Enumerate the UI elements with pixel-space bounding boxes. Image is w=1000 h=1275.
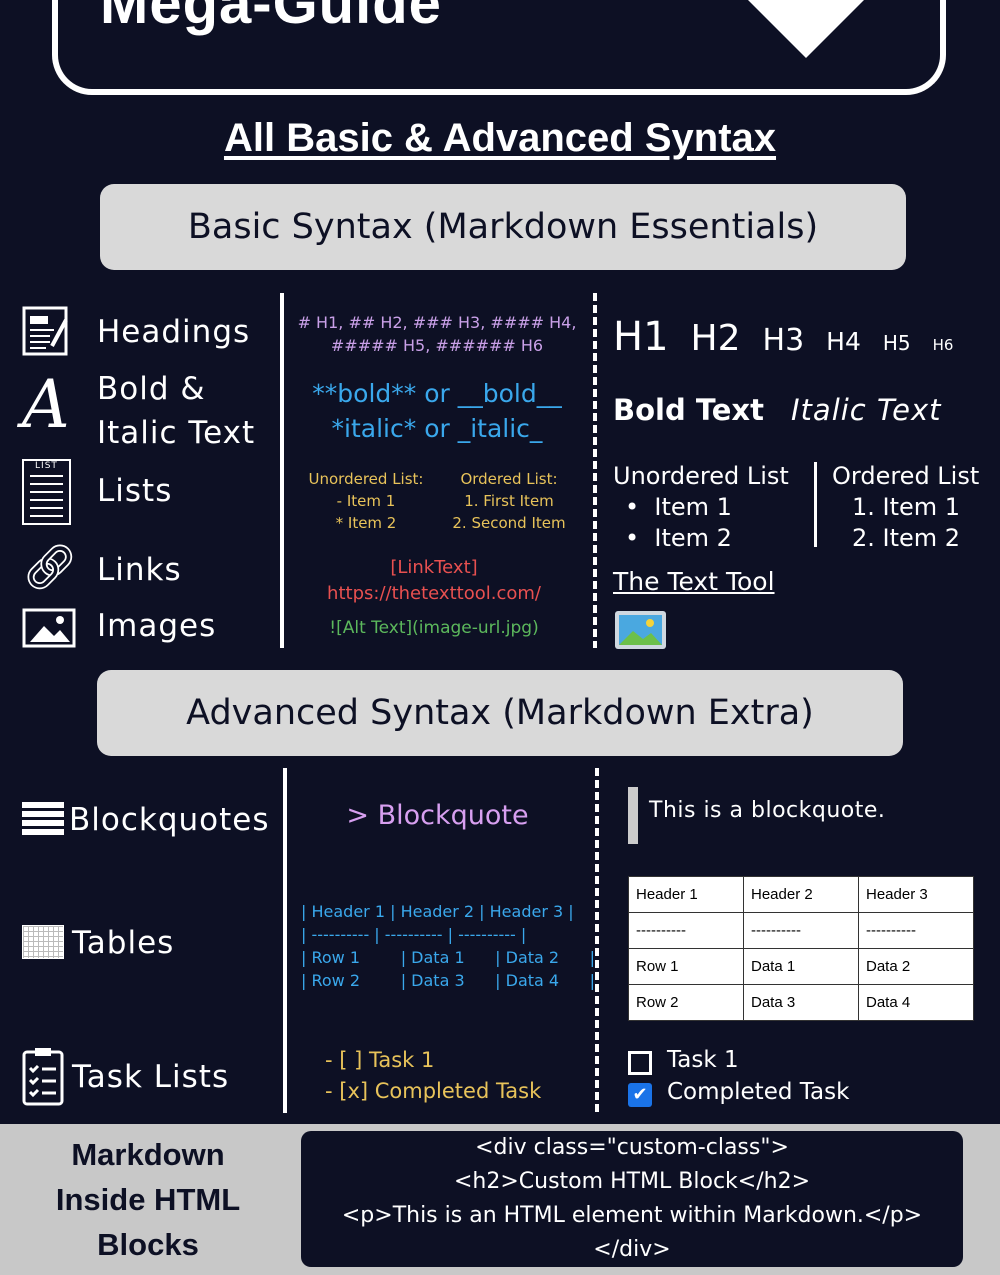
label-bold: Bold & — [97, 371, 206, 407]
blockquote-syntax: > Blockquote — [346, 800, 529, 831]
headings-syntax: # H1, ## H2, ### H3, #### H4,##### H5, #… — [297, 313, 577, 355]
title-frame — [52, 0, 946, 95]
link-syntax: [LinkText]https://thetexttool.com/ — [327, 557, 541, 604]
font-letter-icon: A — [22, 366, 70, 443]
link-render[interactable]: The Text Tool — [613, 567, 775, 596]
down-arrow-icon — [748, 0, 864, 58]
blockquote-icon — [22, 802, 64, 836]
task-syntax: - [ ] Task 1- [x] Completed Task — [325, 1048, 542, 1103]
task-2-label: Completed Task — [667, 1079, 850, 1105]
label-tables: Tables — [72, 925, 175, 961]
task-1-label: Task 1 — [667, 1047, 739, 1073]
label-lists: Lists — [97, 473, 173, 509]
image-syntax: ![Alt Text](image-url.jpg) — [329, 618, 539, 638]
blockquote-render: This is a blockquote. — [649, 798, 886, 823]
dashed-divider — [593, 293, 597, 648]
table-syntax: | Header 1 | Header 2 | Header 3 || ----… — [301, 902, 596, 990]
table-row: ------------------------------ — [628, 912, 974, 949]
label-task-lists: Task Lists — [72, 1059, 230, 1095]
page-title: Mega-Guide — [100, 0, 442, 36]
bold-render: Bold Text — [613, 393, 764, 427]
advanced-syntax-band: Advanced Syntax (Markdown Extra) — [97, 670, 903, 756]
html-code-box: <div class="custom-class"><h2>Custom HTM… — [301, 1131, 963, 1267]
label-links: Links — [97, 552, 182, 588]
label-headings: Headings — [97, 314, 251, 350]
italic-render: Italic Text — [791, 393, 942, 427]
headings-icon — [22, 306, 68, 356]
subtitle: All Basic & Advanced Syntax — [223, 116, 777, 160]
blockquote-bar — [628, 787, 638, 844]
list-icon: LIST — [22, 459, 71, 525]
table-icon — [22, 925, 64, 959]
label-italic: Italic Text — [97, 415, 256, 451]
label-images: Images — [97, 608, 217, 644]
label-blockquotes: Blockquotes — [69, 802, 270, 838]
bold-italic-syntax: **bold** or __bold__*italic* or _italic_ — [312, 379, 562, 443]
ul-syntax: Unordered List:- Item 1* Item 2 — [308, 470, 424, 532]
basic-syntax-band: Basic Syntax (Markdown Essentials) — [100, 184, 906, 270]
task-checkbox-unchecked[interactable] — [628, 1051, 652, 1075]
divider — [280, 293, 284, 648]
headings-render: H1 H2 H3 H4 H5 H6 — [613, 314, 954, 360]
ul-render: Unordered List• Item 1• Item 2 — [613, 462, 789, 552]
divider — [283, 768, 287, 1113]
divider — [814, 462, 817, 547]
task-checkbox-checked[interactable]: ✔ — [628, 1083, 652, 1107]
image-render-icon — [615, 611, 666, 649]
dashed-divider — [595, 768, 599, 1113]
image-icon — [22, 608, 76, 648]
task-list-icon — [22, 1048, 64, 1106]
link-icon: 🔗︎ — [22, 542, 78, 593]
